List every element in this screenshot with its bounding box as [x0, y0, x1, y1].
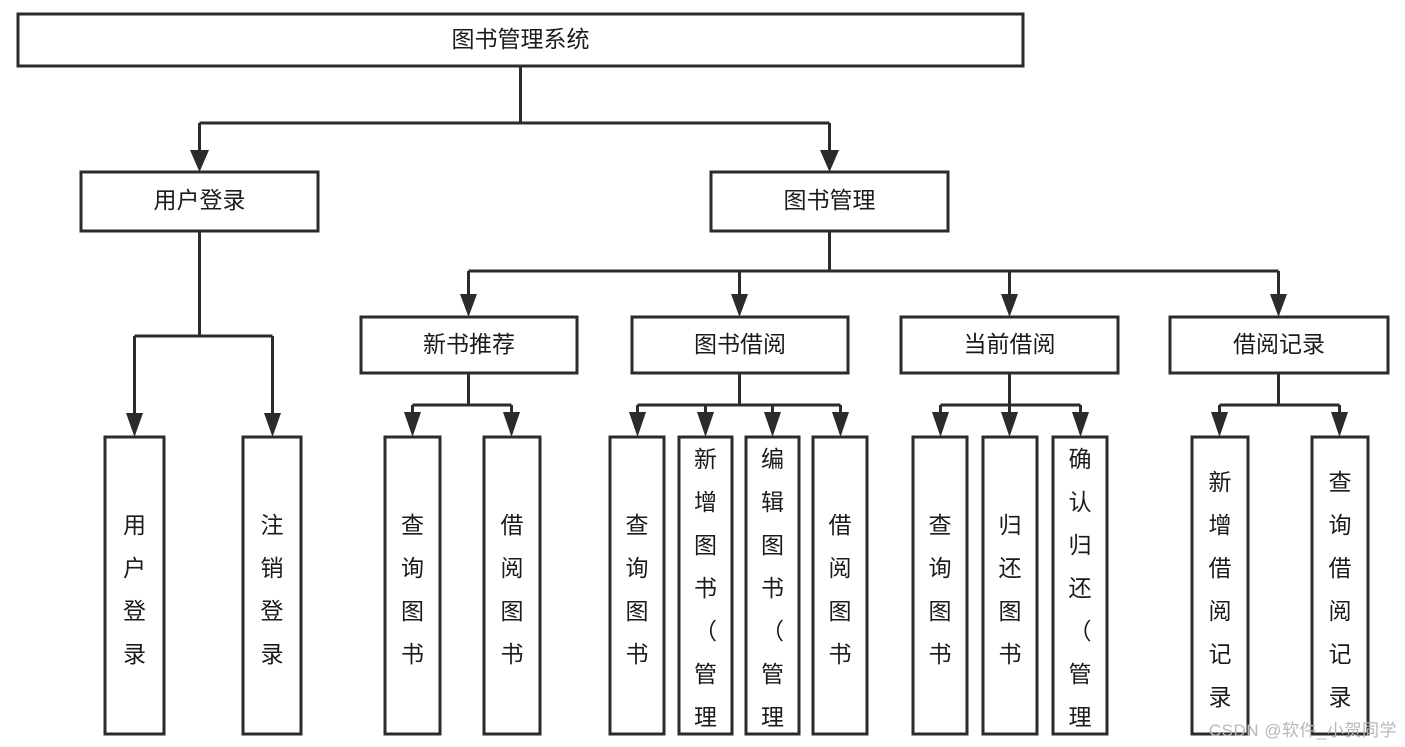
node-book-manage-box — [709, 170, 950, 233]
leaf-node-label: 查询借阅记录 — [1329, 469, 1352, 710]
leaf-node-box — [103, 435, 166, 736]
connector-layer — [126, 66, 1348, 437]
node-book-manage-label: 图书管理 — [784, 187, 876, 213]
node-user-login[interactable]: 用户登录 — [79, 170, 320, 233]
leaf-node-box — [383, 435, 442, 736]
leaf-node-box — [677, 435, 734, 736]
node-borrow-record[interactable]: 借阅记录 — [1168, 315, 1390, 375]
node-borrow-record-box — [1168, 315, 1390, 375]
node-root-system-label: 图书管理系统 — [452, 26, 590, 52]
node-root-system-box — [16, 12, 1025, 68]
node-current-borrow-box — [899, 315, 1120, 375]
arrowhead-root-to-book-manage — [820, 150, 839, 172]
arrowhead-leaf-8 — [832, 412, 849, 437]
leaf-node[interactable]: 归还图书 — [981, 435, 1039, 736]
arrowhead-leaf-13 — [1331, 412, 1348, 437]
leaf-node-label: 查询图书 — [929, 512, 952, 667]
leaf-node[interactable]: 注销登录 — [241, 435, 303, 736]
node-current-borrow[interactable]: 当前借阅 — [899, 315, 1120, 375]
node-book-borrow-label: 图书借阅 — [694, 331, 786, 357]
leaf-node[interactable]: 借阅图书 — [482, 435, 542, 736]
arrowhead-borrow-record — [1270, 294, 1287, 317]
leaf-node[interactable]: 确认归还（管理员） — [1051, 435, 1109, 747]
arrowhead-current-borrow — [1001, 294, 1018, 317]
leaf-node-label: 借阅图书 — [501, 512, 524, 667]
arrowhead-new-book-recommend — [460, 294, 477, 317]
arrowhead-leaf-5 — [629, 412, 646, 437]
arrowhead-leaf-1 — [126, 413, 143, 437]
leaf-node-box — [911, 435, 969, 736]
leaf-node-box — [608, 435, 666, 736]
leaf-node-box — [744, 435, 801, 736]
node-borrow-record-label: 借阅记录 — [1233, 331, 1325, 357]
arrowhead-leaf-12 — [1211, 412, 1228, 437]
leaf-node-box — [811, 435, 869, 736]
leaf-node[interactable]: 编辑图书（管理员） — [744, 435, 801, 747]
arrowhead-leaf-10 — [1001, 412, 1018, 437]
leaf-node-label: 新增图书（管理员） — [694, 446, 717, 747]
node-new-book-recommend-box — [359, 315, 579, 375]
node-book-manage[interactable]: 图书管理 — [709, 170, 950, 233]
node-new-book-recommend[interactable]: 新书推荐 — [359, 315, 579, 375]
leaf-node-box — [1190, 435, 1250, 736]
leaf-node[interactable]: 查询图书 — [383, 435, 442, 736]
leaf-node-box — [1051, 435, 1109, 736]
leaf-node-box — [482, 435, 542, 736]
leaf-node[interactable]: 借阅图书 — [811, 435, 869, 736]
leaf-node-label: 注销登录 — [261, 512, 284, 667]
arrowhead-leaf-9 — [932, 412, 949, 437]
leaf-node-label: 编辑图书（管理员） — [761, 446, 784, 747]
leaf-node-label: 查询图书 — [401, 512, 424, 667]
leaf-node-label: 新增借阅记录 — [1209, 469, 1232, 710]
leaf-node-label: 确认归还（管理员） — [1069, 446, 1092, 747]
arrowhead-leaf-7 — [764, 412, 781, 437]
node-book-borrow[interactable]: 图书借阅 — [630, 315, 850, 375]
arrowhead-leaf-6 — [697, 412, 714, 437]
node-user-login-box — [79, 170, 320, 233]
arrowhead-leaf-4 — [503, 412, 520, 437]
leaf-node-box — [1310, 435, 1370, 736]
leaf-node[interactable]: 查询借阅记录 — [1310, 435, 1370, 736]
arrowhead-leaf-3 — [404, 412, 421, 437]
arrowhead-leaf-2 — [264, 413, 281, 437]
node-user-login-label: 用户登录 — [154, 187, 246, 213]
node-root-system[interactable]: 图书管理系统 — [16, 12, 1025, 68]
node-current-borrow-label: 当前借阅 — [964, 331, 1056, 357]
node-new-book-recommend-label: 新书推荐 — [423, 331, 515, 357]
leaf-node-label: 查询图书 — [626, 512, 649, 667]
leaf-node-box — [981, 435, 1039, 736]
leaf-node[interactable]: 查询图书 — [911, 435, 969, 736]
leaf-node-label: 归还图书 — [999, 512, 1022, 667]
leaf-node-label: 借阅图书 — [829, 512, 852, 667]
leaf-node-box — [241, 435, 303, 736]
arrowhead-leaf-11 — [1072, 412, 1089, 437]
leaf-node-label: 用户登录 — [123, 512, 146, 667]
node-book-borrow-box — [630, 315, 850, 375]
arrowhead-book-borrow — [731, 294, 748, 317]
leaf-node[interactable]: 新增借阅记录 — [1190, 435, 1250, 736]
arrowhead-root-to-user-login — [190, 150, 209, 172]
leaf-node[interactable]: 新增图书（管理员） — [677, 435, 734, 747]
leaf-node[interactable]: 查询图书 — [608, 435, 666, 736]
leaf-node[interactable]: 用户登录 — [103, 435, 166, 736]
